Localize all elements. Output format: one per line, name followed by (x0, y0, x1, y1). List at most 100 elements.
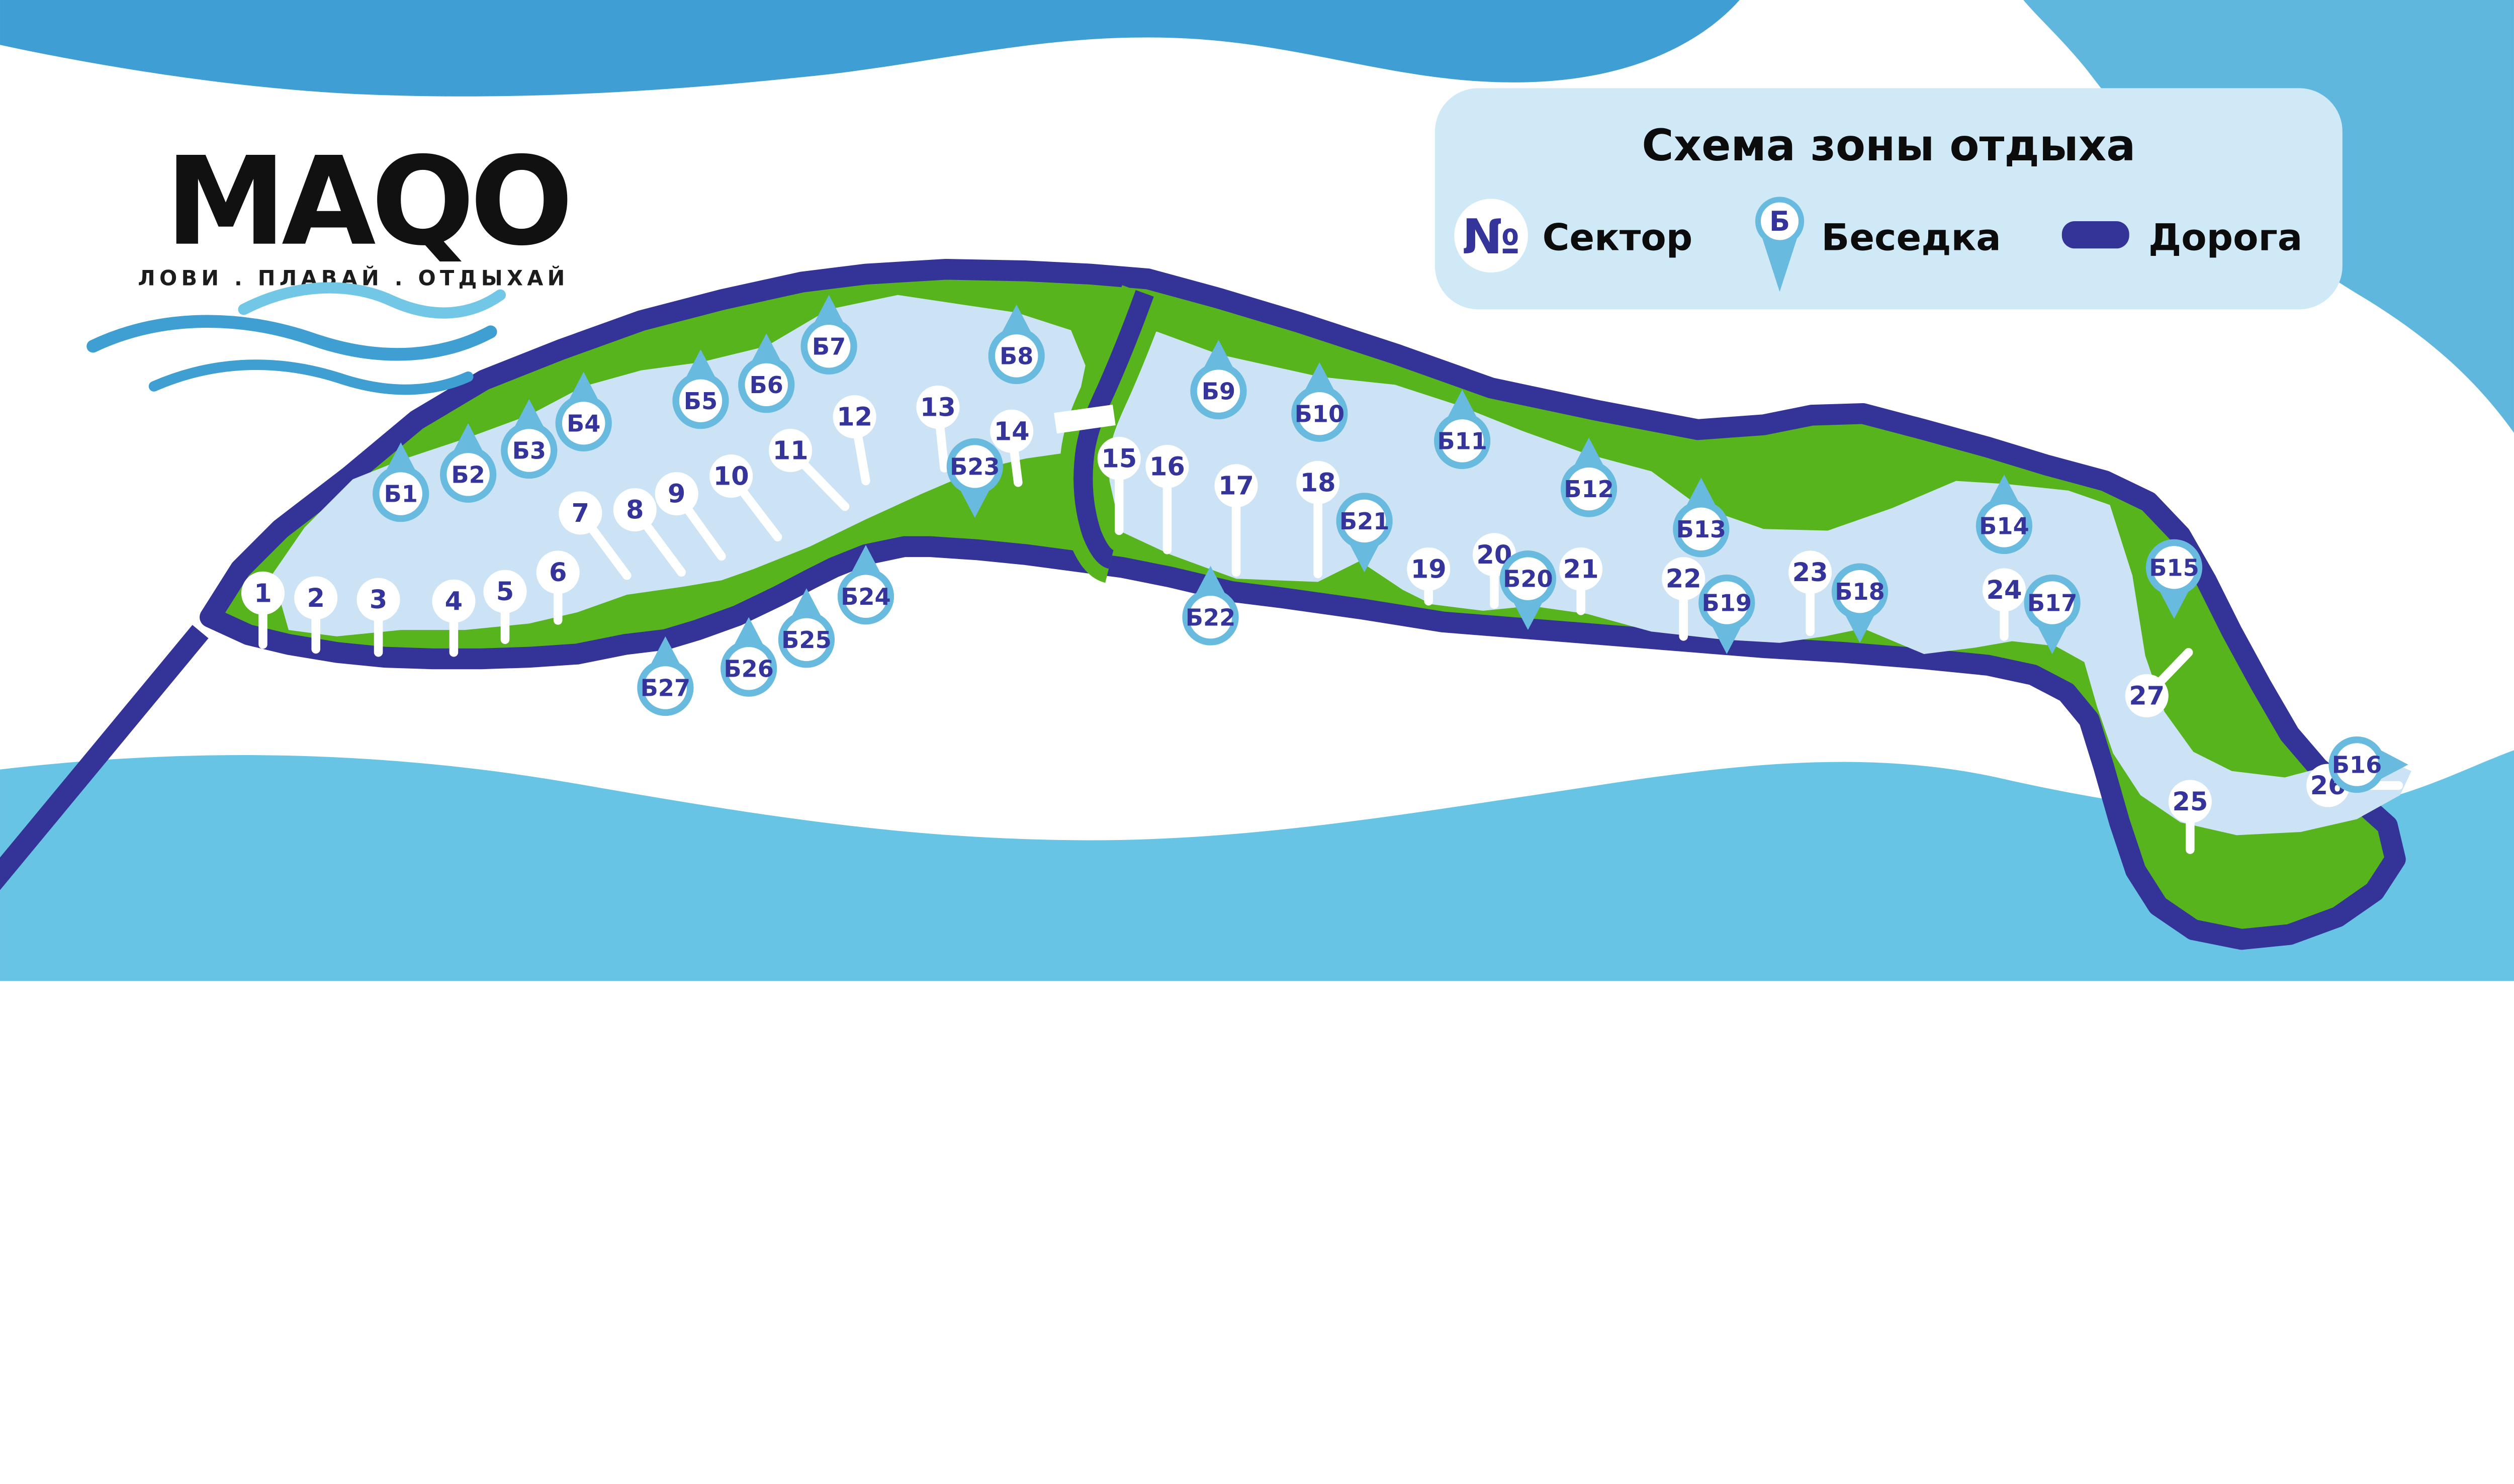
sector-marker-10[interactable]: 10 (709, 454, 782, 542)
sector-marker-13[interactable]: 13 (916, 385, 960, 473)
sector-marker-22[interactable]: 22 (1662, 557, 1705, 641)
sector-marker-19[interactable]: 19 (1407, 547, 1451, 606)
pin-tip-icon (1684, 478, 1718, 510)
gazebo-pin-Б13[interactable]: Б13 (1673, 478, 1730, 558)
sector-marker-2[interactable]: 2 (294, 576, 338, 654)
sector-marker-8[interactable]: 8 (613, 488, 686, 577)
gazebo-pin-Б1[interactable]: Б1 (373, 442, 429, 522)
gazebo-pin-Б2[interactable]: Б2 (440, 423, 497, 503)
gazebo-pin-Б22[interactable]: Б22 (1182, 566, 1239, 645)
sector-number: 8 (626, 496, 644, 525)
gazebo-pin-Б12[interactable]: Б12 (1560, 437, 1618, 517)
gazebo-pin-Б7[interactable]: Б7 (800, 295, 857, 375)
sector-marker-20[interactable]: 20 (1472, 533, 1516, 609)
pin-label: Б24 (841, 583, 891, 610)
pin-circle (555, 395, 612, 451)
pin-label: Б3 (512, 437, 546, 465)
gazebo-pin-Б3[interactable]: Б3 (501, 399, 558, 479)
sector-marker-5[interactable]: 5 (483, 570, 527, 644)
sector-marker-27[interactable]: 27 (2125, 648, 2193, 717)
pin-label: Б23 (950, 453, 1000, 481)
gazebo-pin-Б19[interactable]: Б19 (1698, 574, 1755, 655)
sector-marker-6[interactable]: 6 (536, 550, 580, 625)
legend-label-gazebo: Беседка (1821, 216, 2001, 259)
gazebo-pin-Б9[interactable]: Б9 (1190, 340, 1247, 420)
gazebo-pin-Б6[interactable]: Б6 (738, 333, 795, 413)
gazebo-pin-Б26[interactable]: Б26 (721, 617, 777, 697)
sector-circle (1097, 436, 1141, 481)
pin-circle (1190, 362, 1247, 420)
gazebo-pin-Б14[interactable]: Б14 (1976, 474, 2033, 554)
sector-marker-21[interactable]: 21 (1559, 547, 1603, 615)
pin-circle (1976, 497, 2033, 554)
pin-label: Б22 (1186, 604, 1236, 631)
gazebo-pin-Б11[interactable]: Б11 (1434, 389, 1491, 470)
sector-marker-17[interactable]: 17 (1214, 464, 1258, 577)
sector-marker-18[interactable]: 18 (1296, 460, 1340, 579)
pin-label: Б14 (1979, 512, 2029, 539)
sector-number: 24 (1986, 576, 2022, 605)
pin-label: Б9 (1202, 378, 1235, 405)
sector-marker-23[interactable]: 23 (1788, 550, 1832, 636)
gazebo-pin-Б25[interactable]: Б25 (778, 588, 835, 668)
gazebo-pin-Б8[interactable]: Б8 (988, 304, 1045, 385)
sector-number: 19 (1411, 555, 1447, 585)
sector-marker-14[interactable]: 14 (990, 409, 1034, 487)
gazebo-pin-Б24[interactable]: Б24 (837, 545, 894, 625)
pin-label: Б10 (1295, 400, 1345, 427)
legend-title: Схема зоны отдыха (1642, 121, 2135, 171)
sector-marker-24[interactable]: 24 (1982, 568, 2026, 641)
legend-panel: Схема зоны отдыха № Сектор Б Беседка Дор… (1434, 88, 2343, 310)
gazebo-pin-Б4[interactable]: Б4 (555, 372, 612, 451)
sector-circle (655, 472, 698, 516)
pin-circle (2328, 736, 2385, 793)
sector-circle (1296, 460, 1340, 504)
gazebo-pin-Б10[interactable]: Б10 (1291, 362, 1348, 442)
pin-circle (1698, 574, 1755, 631)
pin-label: Б27 (641, 675, 691, 702)
sector-marker-4[interactable]: 4 (432, 579, 476, 657)
sector-number: 16 (1149, 452, 1185, 482)
pin-circle (1560, 460, 1618, 517)
gazebo-pin-Б27[interactable]: Б27 (637, 636, 694, 716)
pin-circle (946, 438, 1003, 495)
sector-marker-9[interactable]: 9 (655, 472, 726, 561)
pin-tip-icon (2376, 748, 2408, 782)
pin-tip-icon (2157, 587, 2191, 619)
pin-label: Б18 (1835, 578, 1885, 605)
sector-symbol: № (1462, 209, 1520, 265)
sector-marker-1[interactable]: 1 (241, 571, 285, 649)
gazebo-pin-Б16[interactable]: Б16 (2328, 736, 2408, 793)
pin-tip-icon (567, 372, 601, 404)
legend-label-road: Дорога (2148, 216, 2302, 259)
sector-number: 3 (370, 585, 388, 615)
sector-marker-11[interactable]: 11 (769, 428, 850, 511)
sector-marker-7[interactable]: 7 (559, 491, 632, 580)
sector-number: 12 (837, 403, 872, 432)
pin-tip-icon (732, 617, 766, 650)
sector-number: 11 (773, 436, 809, 466)
sector-marker-3[interactable]: 3 (356, 578, 400, 657)
pin-circle (501, 422, 558, 479)
sector-marker-15[interactable]: 15 (1097, 436, 1141, 535)
pin-circle (721, 640, 777, 697)
gazebo-pin-Б23[interactable]: Б23 (946, 438, 1003, 518)
gazebo-pin-Б5[interactable]: Б5 (672, 349, 729, 429)
legend-box (1434, 88, 2343, 310)
pin-label: Б5 (684, 388, 717, 415)
sector-circle (769, 428, 813, 473)
gazebo-pin-Б18[interactable]: Б18 (1831, 563, 1889, 643)
sector-marker-12[interactable]: 12 (833, 395, 876, 486)
gazebo-pin-Б15[interactable]: Б15 (2145, 539, 2203, 619)
gazebo-pin-Б21[interactable]: Б21 (1336, 493, 1393, 573)
lake-main-water (1106, 325, 2411, 836)
gazebo-pin-Б17[interactable]: Б17 (2024, 574, 2081, 655)
gazebo-pin-Б20[interactable]: Б20 (1499, 550, 1557, 630)
sector-number: 10 (713, 462, 749, 492)
bridge (1054, 404, 1116, 434)
sector-number: 23 (1792, 558, 1828, 588)
pin-tip-icon (789, 588, 824, 621)
sector-marker-16[interactable]: 16 (1145, 444, 1189, 554)
sector-marker-25[interactable]: 25 (2168, 780, 2212, 854)
